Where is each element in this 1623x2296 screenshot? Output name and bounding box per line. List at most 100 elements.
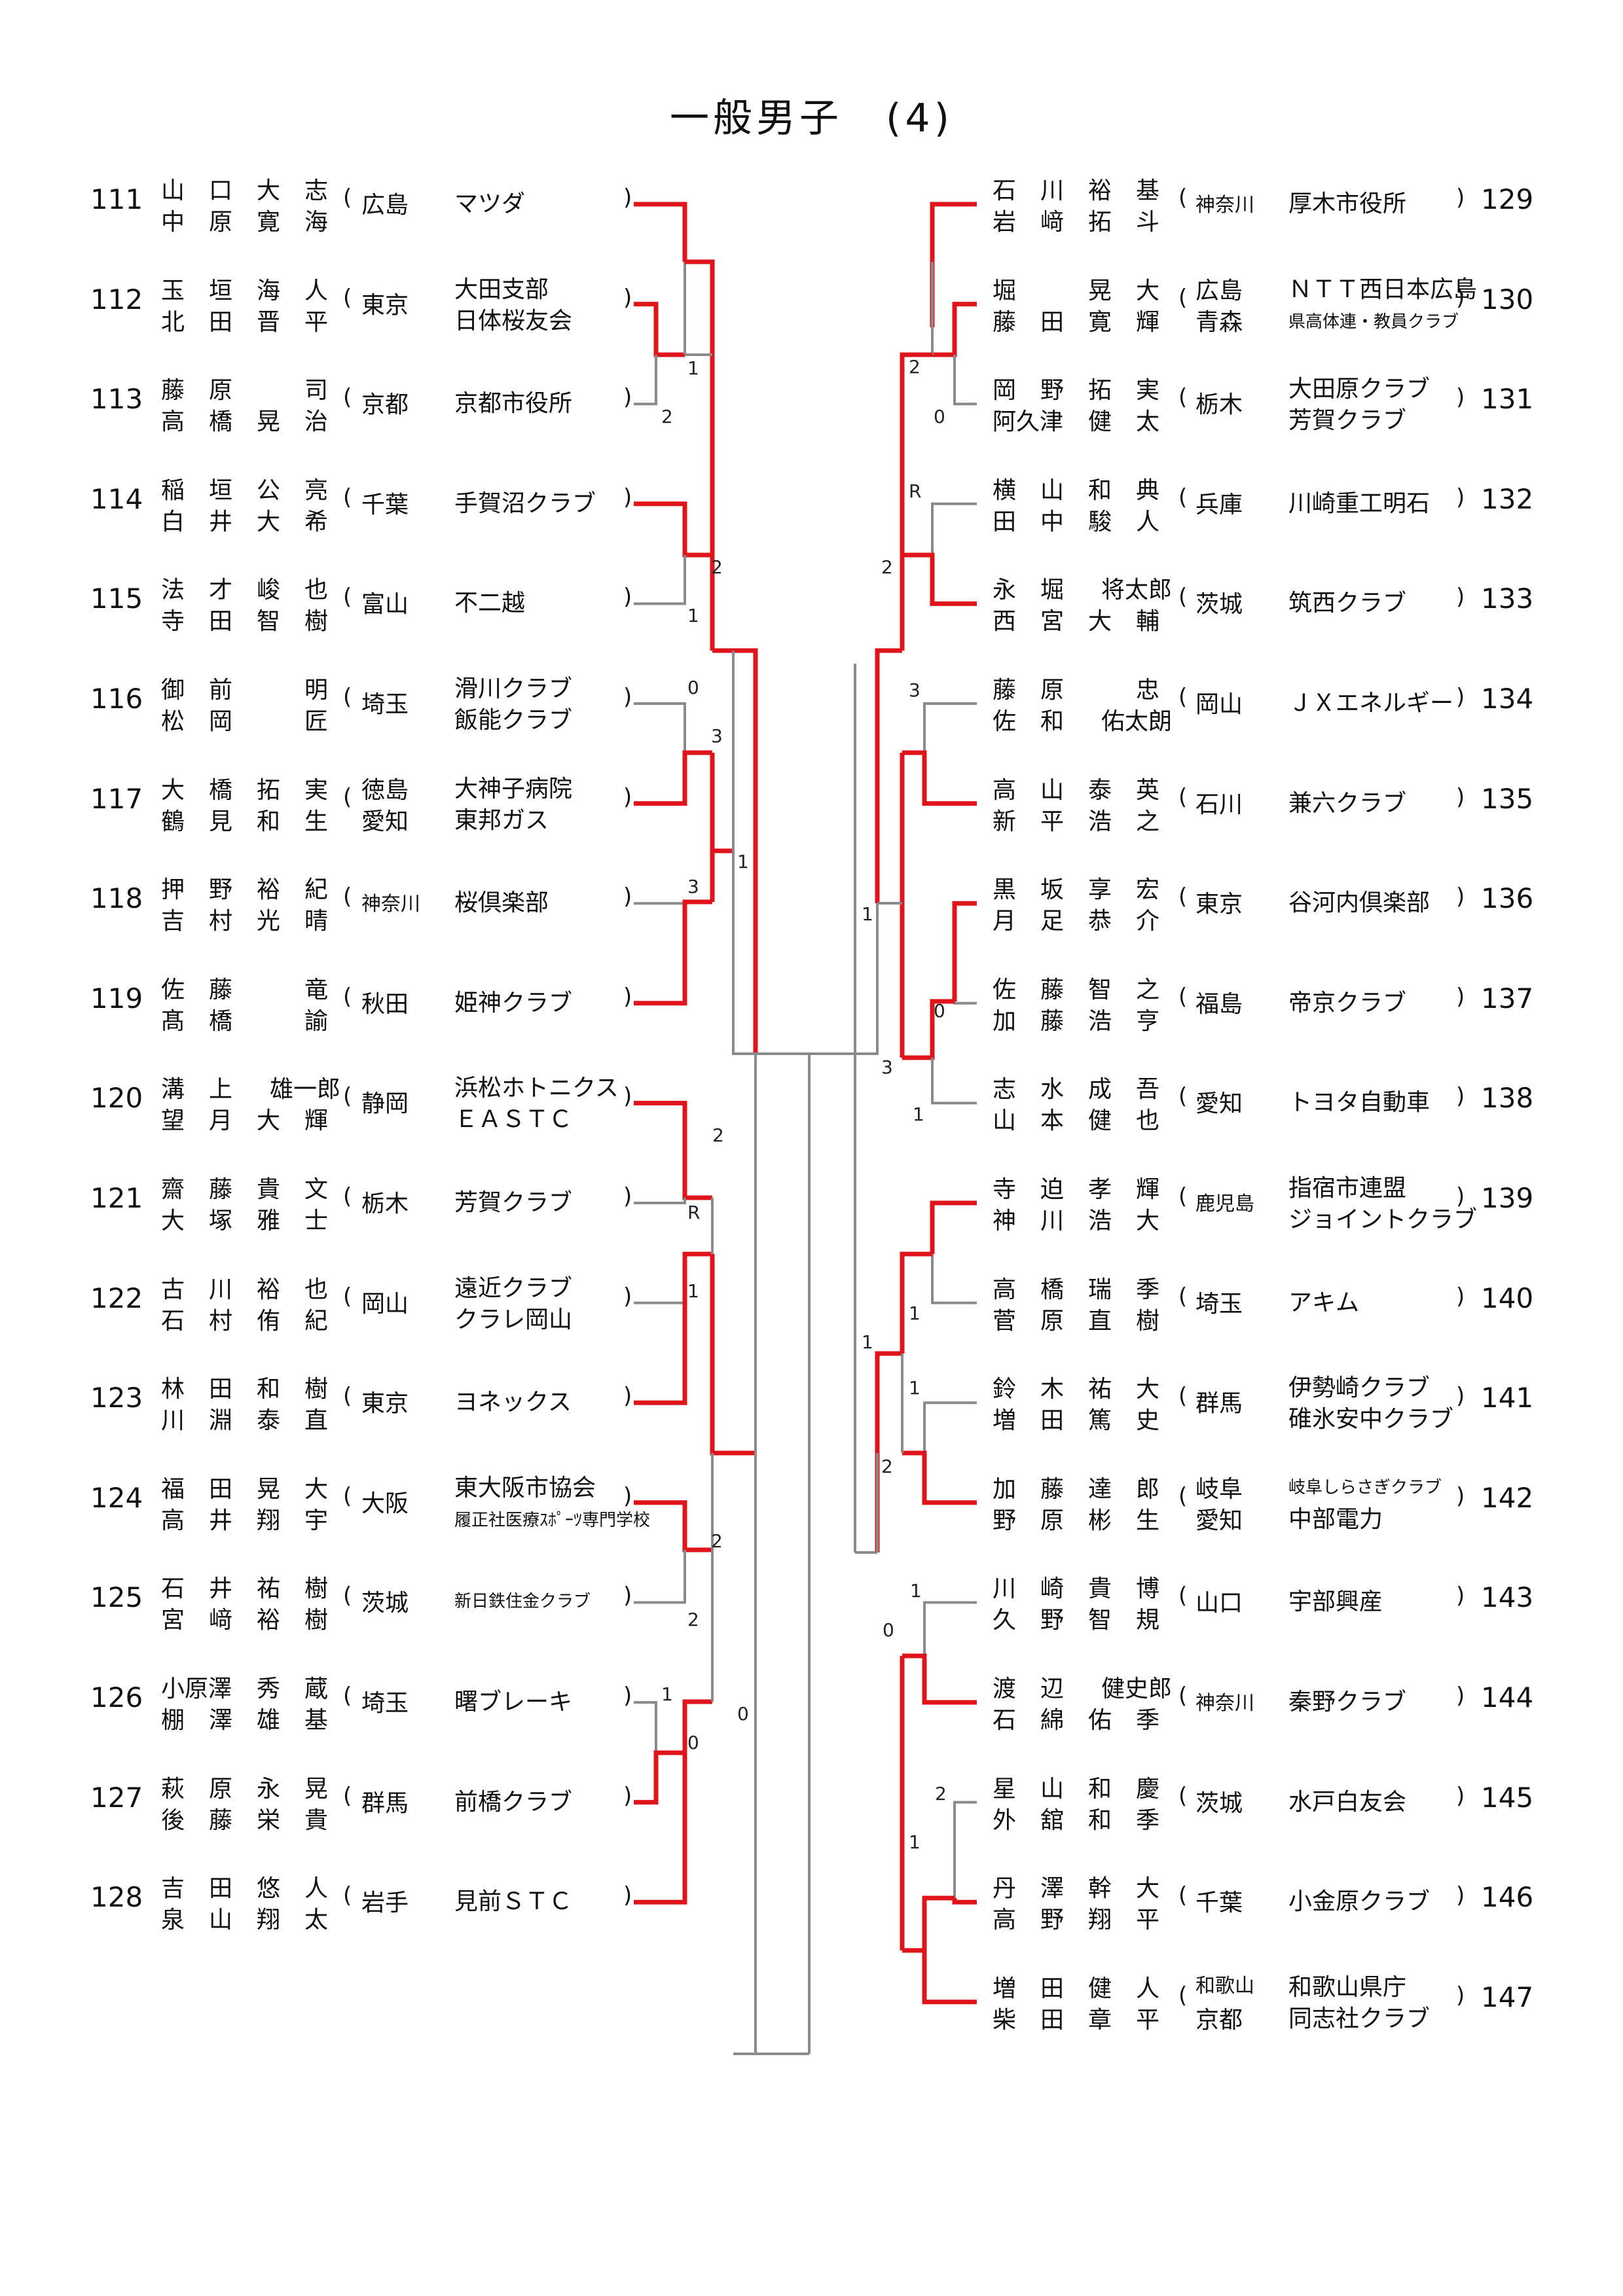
player-name-part: 原 xyxy=(1040,1307,1065,1335)
club-name: 飯能クラブ xyxy=(454,707,573,734)
club-name: 小金原クラブ xyxy=(1288,1888,1431,1916)
player-name-part: 生 xyxy=(1136,1507,1160,1534)
player-name-part: 拓 xyxy=(1088,377,1112,404)
entry-number: 141 xyxy=(1481,1382,1534,1414)
player-name-part: 藤 xyxy=(993,677,1017,704)
player-name-part: 本 xyxy=(1040,1107,1065,1135)
paren-open: ( xyxy=(1178,1482,1188,1509)
paren-close: ) xyxy=(1456,1583,1465,1609)
prefecture: 秋田 xyxy=(361,990,409,1018)
player-name-part: 坂 xyxy=(1040,876,1065,904)
club-name: 日体桜友会 xyxy=(454,307,573,334)
player-name-part: 輝 xyxy=(1136,308,1160,336)
club-name: 前橋クラブ xyxy=(454,1788,573,1816)
player-name-part: 石 xyxy=(161,1307,185,1335)
player-name-part: 山 xyxy=(161,177,185,204)
player-name-part: 泉 xyxy=(161,1907,185,1934)
club-name: 見前ＳＴＣ xyxy=(454,1888,573,1916)
prefecture: 神奈川 xyxy=(1195,194,1254,217)
player-name-part: 藤 xyxy=(209,1806,233,1834)
match-score: 2 xyxy=(711,1530,723,1552)
player-name-part: 樹 xyxy=(304,1607,329,1634)
match-score: 1 xyxy=(737,851,749,872)
bracket-line xyxy=(953,355,977,406)
club-name: ＪＸエネルギー xyxy=(1288,690,1454,717)
entry-number: 113 xyxy=(90,383,143,416)
entry-number: 128 xyxy=(90,1881,143,1914)
player-name-part: 浩 xyxy=(1088,1208,1112,1234)
player-name-part: 玉 xyxy=(161,277,185,304)
player-name-part: 士 xyxy=(304,1208,329,1234)
match-score: 2 xyxy=(881,1456,893,1477)
player-name-part: 蔵 xyxy=(304,1676,329,1702)
club-name: ＮＴＴ西日本広島 xyxy=(1288,276,1478,303)
player-name-part: 中 xyxy=(1040,508,1065,535)
prefecture: 東京 xyxy=(361,291,409,319)
player-name-part: 永 xyxy=(257,1775,281,1803)
winner-path xyxy=(902,1450,977,1505)
player-name-part: 拓 xyxy=(257,776,281,804)
bracket-line xyxy=(634,702,686,753)
entry-number: 114 xyxy=(90,482,143,515)
match-score: 1 xyxy=(862,903,873,925)
entry-number: 138 xyxy=(1481,1082,1534,1115)
entry-number: 129 xyxy=(1481,183,1534,215)
player-name-part: 平 xyxy=(1136,2006,1160,2034)
winner-path xyxy=(902,1895,955,1953)
player-name-part: 光 xyxy=(257,908,281,935)
club-name: アキム xyxy=(1288,1289,1360,1316)
player-name-part: 綿 xyxy=(1040,1707,1065,1734)
club-name: ジョイントクラブ xyxy=(1288,1206,1478,1233)
entry-number: 136 xyxy=(1481,882,1534,915)
match-score: 2 xyxy=(687,1609,699,1630)
paren-close: ) xyxy=(623,584,632,611)
player-name-part: 原 xyxy=(1040,1507,1065,1534)
prefecture: 愛知 xyxy=(361,808,409,835)
match-score: 1 xyxy=(910,1580,922,1602)
player-name-part: 貴 xyxy=(257,1176,281,1203)
prefecture: 埼玉 xyxy=(1195,1290,1243,1318)
player-name-part: 司 xyxy=(304,377,329,404)
player-name-part: 新 xyxy=(993,808,1017,835)
player-name-part: 田 xyxy=(209,1875,233,1903)
match-score: R xyxy=(687,1202,700,1223)
player-name-part: 藤 xyxy=(209,1176,233,1203)
prefecture: 和歌山 xyxy=(1195,1974,1254,1998)
match-score: 3 xyxy=(909,679,921,701)
paren-open: ( xyxy=(343,1882,352,1909)
player-name-part: 裕 xyxy=(1088,177,1112,204)
paren-open: ( xyxy=(1178,185,1188,211)
paren-open: ( xyxy=(1178,1383,1188,1410)
club-name: クラレ岡山 xyxy=(454,1306,573,1333)
player-name-part: 藤 xyxy=(161,377,185,404)
paren-open: ( xyxy=(343,684,352,710)
player-name-part: 上 xyxy=(209,1076,233,1103)
entry-number: 121 xyxy=(90,1182,143,1214)
paren-close: ) xyxy=(1456,1882,1465,1909)
player-name-part: 押 xyxy=(161,876,185,904)
player-name-part: 井 xyxy=(209,508,233,535)
paren-close: ) xyxy=(623,484,632,511)
entry-number: 144 xyxy=(1481,1681,1534,1713)
match-score: 1 xyxy=(687,1280,699,1302)
club-name: 和歌山県庁 xyxy=(1288,1973,1407,2001)
paren-close: ) xyxy=(1456,1383,1465,1410)
winner-path xyxy=(902,1653,977,1705)
player-name-part: 山 xyxy=(209,1907,233,1934)
prefecture: 神奈川 xyxy=(361,893,420,916)
paren-close: ) xyxy=(1456,983,1465,1010)
player-name-part: 季 xyxy=(1136,1276,1160,1303)
player-name-part: 慶 xyxy=(1136,1775,1160,1803)
paren-close: ) xyxy=(623,384,632,411)
player-name-part: 郎 xyxy=(1136,1475,1160,1503)
player-name-part: 宏 xyxy=(1136,876,1160,904)
prefecture: 山口 xyxy=(1195,1590,1243,1617)
paren-close: ) xyxy=(623,1882,632,1909)
player-name-part: 博 xyxy=(1136,1575,1160,1603)
